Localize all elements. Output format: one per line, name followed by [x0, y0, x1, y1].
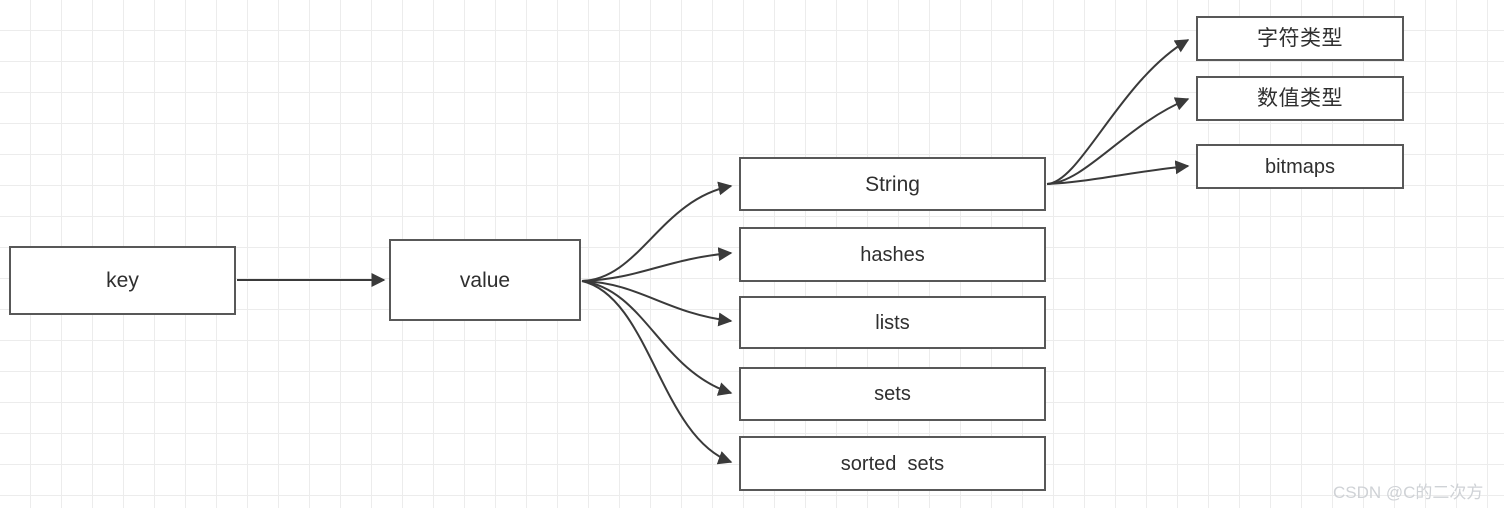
node-value[interactable]: value [389, 239, 581, 321]
node-bitmaps[interactable]: bitmaps [1196, 144, 1404, 189]
node-lists-label: lists [875, 311, 910, 334]
node-lists[interactable]: lists [739, 296, 1046, 349]
node-sorted-sets[interactable]: sorted sets [739, 436, 1046, 491]
node-key-label: key [106, 269, 139, 292]
node-hashes-label: hashes [860, 243, 925, 266]
node-key[interactable]: key [9, 246, 236, 315]
node-sets-label: sets [874, 383, 911, 405]
edge-value-to-hashes [581, 247, 733, 282]
node-char-type-label: 字符类型 [1257, 27, 1343, 50]
csdn-watermark: CSDN @C的二次方 [1333, 483, 1484, 502]
node-num-type-label: 数值类型 [1257, 87, 1343, 110]
node-char-type[interactable]: 字符类型 [1196, 16, 1404, 61]
node-bitmaps-label: bitmaps [1264, 155, 1336, 178]
edge-value-to-lists [581, 280, 733, 327]
node-hashes[interactable]: hashes [739, 227, 1046, 282]
node-value-label: value [459, 268, 511, 292]
edge-value-to-sets [581, 280, 733, 396]
node-sets[interactable]: sets [739, 367, 1046, 421]
node-num-type[interactable]: 数值类型 [1196, 76, 1404, 121]
edge-string-to-bitmaps [1046, 160, 1190, 185]
edge-value-to-string [581, 181, 733, 282]
edge-string-to-char-type [1046, 39, 1190, 185]
edge-string-to-num-type [1046, 97, 1190, 185]
node-string[interactable]: String [739, 157, 1046, 211]
node-sorted-sets-label: sorted sets [840, 452, 945, 475]
node-string-label: String [865, 172, 920, 196]
edge-value-to-sorted-sets [581, 280, 733, 465]
